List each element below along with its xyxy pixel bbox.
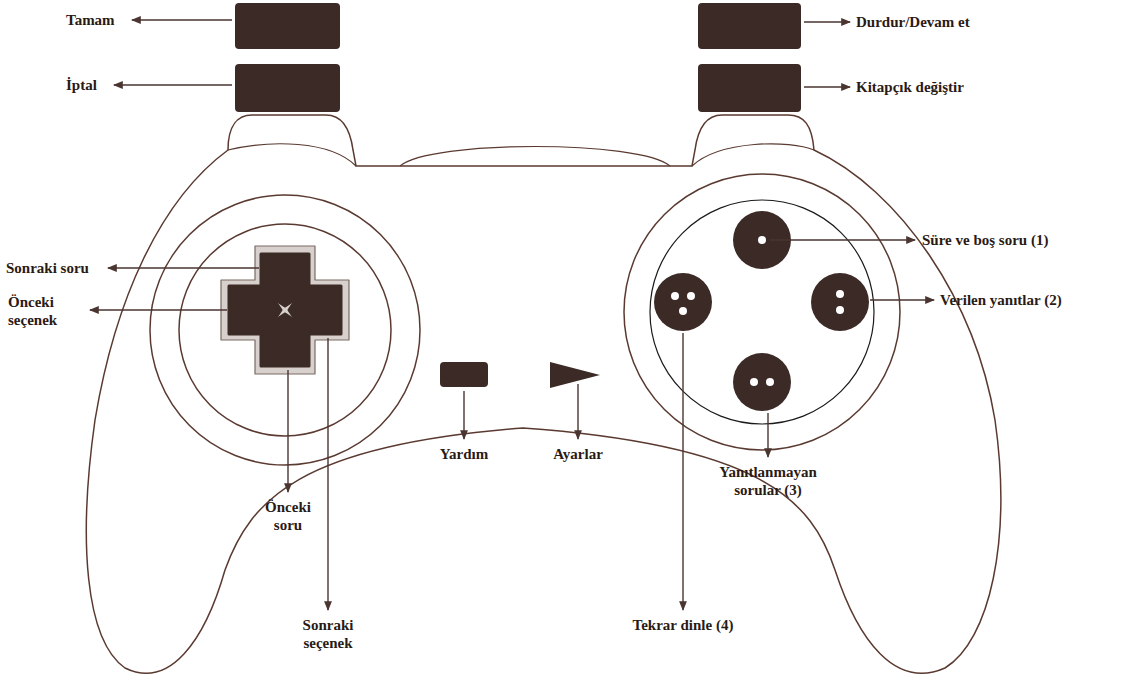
part-label: Tekrar dinle (4) <box>608 616 758 634</box>
part-label: Önceki soru <box>256 498 320 534</box>
button-dot <box>766 378 774 386</box>
top-contour <box>400 147 670 167</box>
leader-arrow <box>870 299 934 300</box>
leader-arrow <box>287 370 288 492</box>
settings-button <box>550 362 600 388</box>
button-dot <box>679 307 687 315</box>
part-label: Sonraki soru <box>6 259 89 277</box>
part-label: İptal <box>66 76 97 94</box>
part-label: Kitapçık değiştir <box>856 78 964 96</box>
face-button-3 <box>733 353 791 411</box>
leader-arrow <box>463 391 464 439</box>
gamepad-body <box>86 115 1000 673</box>
part-label: Süre ve boş soru (1) <box>922 231 1048 249</box>
shoulder-contour <box>228 144 356 166</box>
leader-arrow <box>90 309 227 310</box>
dpad-left <box>229 286 281 334</box>
leader-arrow <box>114 84 232 85</box>
part-label: Durdur/Devam et <box>856 13 970 31</box>
part-label: Ayarlar <box>533 445 623 463</box>
button-dot <box>836 290 844 298</box>
part-label: Verilen yanıtlar (2) <box>940 291 1062 309</box>
leader-arrow <box>770 239 915 240</box>
button-ring <box>624 174 900 450</box>
dpad-base <box>221 246 349 374</box>
leader-arrow <box>132 19 232 20</box>
button-dot <box>671 292 679 300</box>
part-label: Önceki seçenek <box>8 293 84 329</box>
leader-arrow <box>767 413 768 457</box>
shoulder-button <box>235 3 340 49</box>
leader-arrow <box>327 338 328 610</box>
help-button <box>440 362 488 387</box>
button-dot <box>836 306 844 314</box>
part-label: Yanıtlanmayan sorular (3) <box>698 463 838 499</box>
leader-arrow <box>577 384 578 439</box>
shoulder-button <box>235 64 340 112</box>
button-dot <box>687 292 695 300</box>
dpad-ring <box>150 195 420 465</box>
leader-arrow <box>682 333 683 610</box>
face-button-2 <box>811 273 869 331</box>
button-dot <box>758 236 766 244</box>
leader-arrow <box>108 267 259 268</box>
part-label: Tamam <box>66 11 115 29</box>
part-label: Yardım <box>419 445 509 463</box>
part-label: Sonraki seçenek <box>290 616 366 652</box>
dpad-ring <box>179 224 391 436</box>
leader-arrow <box>804 21 850 22</box>
button-dot <box>750 378 758 386</box>
shoulder-button <box>698 64 801 112</box>
face-button-4 <box>654 273 712 331</box>
shoulder-contour <box>692 144 814 166</box>
leader-arrow <box>804 86 850 87</box>
shoulder-button <box>698 3 801 49</box>
